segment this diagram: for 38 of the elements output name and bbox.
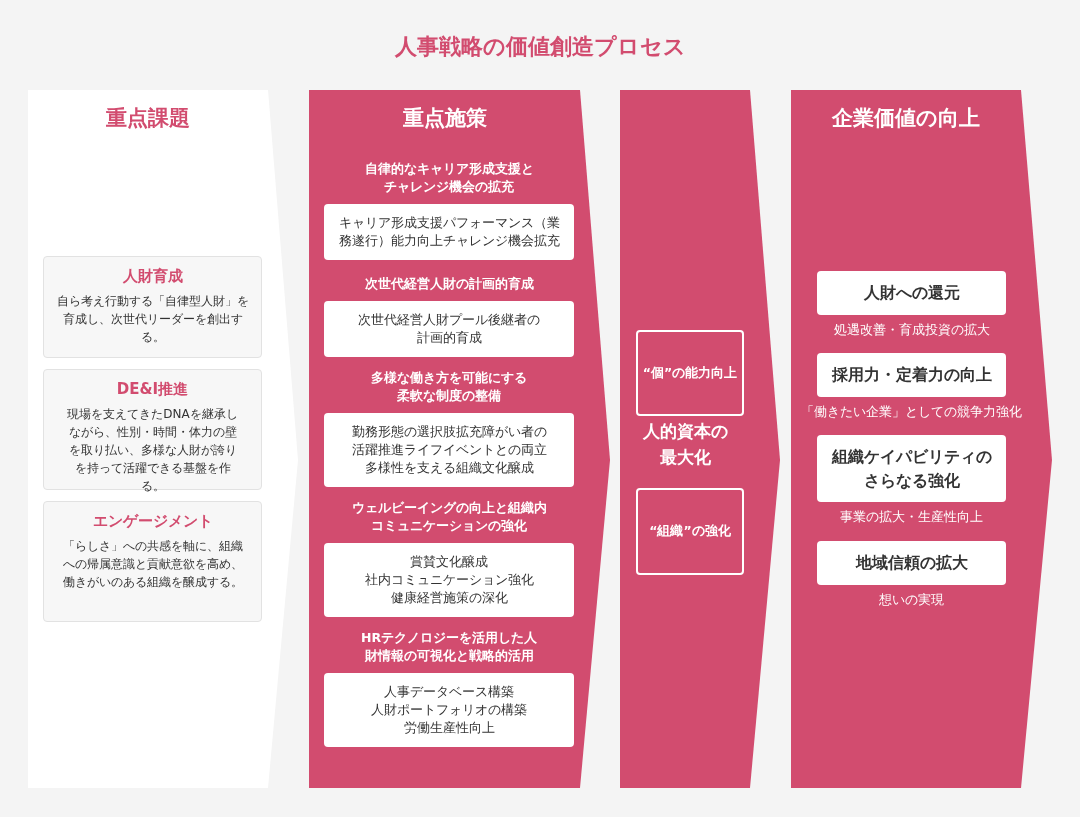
column-heading: 重点施策 [401, 105, 488, 132]
group-heading: 自律的なキャリア形成支援とチャレンジ機会の拡充 [363, 160, 535, 196]
value-caption: 処遇改善・育成投資の拡大 [832, 322, 991, 339]
value-caption: 想いの実現 [878, 592, 945, 609]
measure-text: 賞賛文化醸成 [410, 553, 488, 571]
group-heading: 多様な働き方を可能にする柔軟な制度の整備 [370, 369, 528, 405]
value-box: 採用力・定着力の向上 [817, 353, 1006, 397]
group-heading: ウェルビーイングの向上と組織内コミュニケーションの強化 [350, 499, 548, 535]
group-heading: 次世代経営人財の計画的育成 [363, 275, 535, 293]
card-text: 現場を支えてきたDNAを継承しながら、性別・時間・体力の壁を取り払い、多様な人財が誇りを持って活躍できる基盤を作る。 [66, 406, 239, 495]
group-heading: HRテクノロジーを活用した人財情報の可視化と戦略的活用 [359, 629, 539, 665]
value-box: 組織ケイパビリティのさらなる強化 [817, 435, 1006, 502]
value-box: 人財への還元 [817, 271, 1006, 315]
measure-text: キャリア形成支援パフォーマンス（業務遂行）能力向上チャレンジ機会拡充 [337, 214, 561, 250]
measure-text: 人事データベース構築 [384, 683, 514, 701]
measure-text: 勤務形態の選択肢拡充障がい者の活躍推進ライフイベントとの両立多様性を支える組織文化醸成 [351, 423, 547, 477]
column-heading: 企業価値の向上 [831, 105, 981, 132]
card-text: 「らしさ」への共感を軸に、組織への帰属意識と貢献意欲を高め、働きがいのある組織を醸成する。 [62, 538, 243, 591]
outlined-box: “個”の能力向上 [636, 330, 744, 416]
card-title: エンゲージメント [91, 512, 214, 531]
value-caption: 「働きたい企業」としての競争力強化 [800, 404, 1023, 421]
measure-text: 次世代経営人財プール後継者の計画的育成 [357, 311, 541, 347]
diagram-title: 人事戦略の価値創造プロセス [393, 33, 687, 61]
measure-text: 人財ポートフォリオの構築 [371, 701, 527, 719]
measure-text: 社内コミュニケーション強化 [364, 571, 534, 589]
column-heading: 人的資本の最大化 [641, 420, 729, 469]
column-heading: 重点課題 [105, 105, 191, 132]
card-title: DE&I推進 [115, 380, 190, 399]
info-card [43, 501, 262, 622]
info-card [43, 369, 262, 490]
measure-text: 健康経営施策の深化 [390, 589, 508, 607]
value-box: 地域信頼の拡大 [817, 541, 1006, 585]
card-text: 自ら考え行動する「自律型人財」を育成し、次世代リーダーを創出する。 [55, 293, 250, 346]
measure-text: 労働生産性向上 [403, 719, 495, 737]
card-title: 人財育成 [121, 267, 184, 286]
outlined-box: “組織”の強化 [636, 488, 744, 575]
value-caption: 事業の拡大・生産性向上 [839, 509, 984, 526]
info-card [43, 256, 262, 358]
